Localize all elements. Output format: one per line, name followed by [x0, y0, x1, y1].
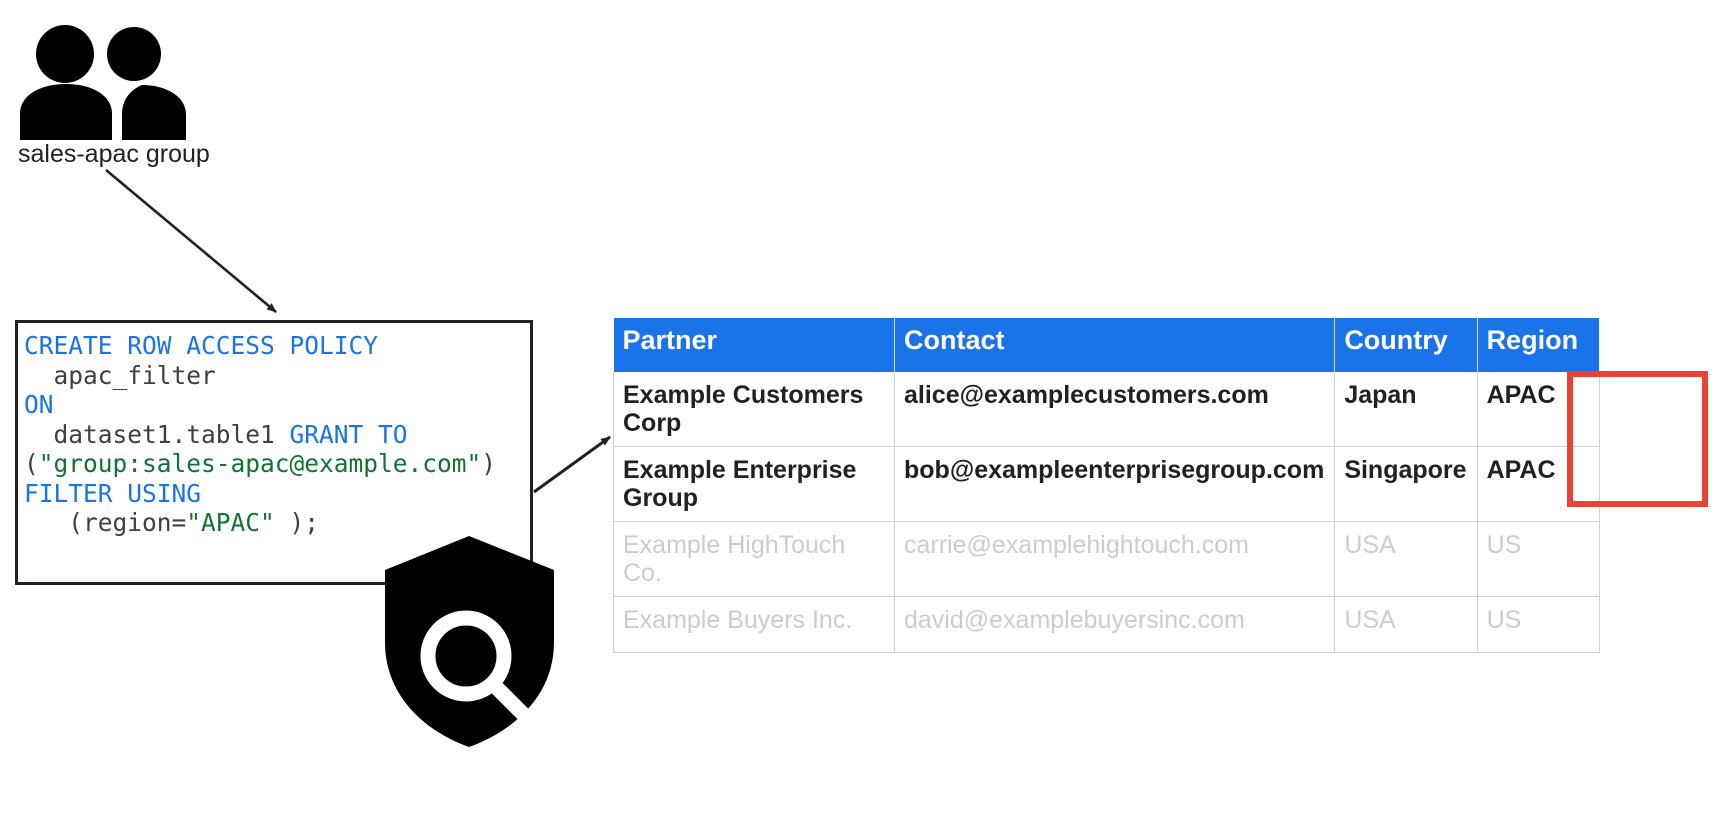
column-header-country[interactable]: Country	[1334, 318, 1478, 372]
cell-partner: Example Buyers Inc.	[613, 596, 895, 653]
table-row[interactable]: Example Customers Corp alice@examplecust…	[613, 372, 1600, 447]
region-highlight-box	[1567, 371, 1708, 507]
cell-contact: david@examplebuyersinc.com	[894, 596, 1336, 653]
table-header-row: Partner Contact Country Region	[613, 318, 1600, 372]
cell-contact: carrie@examplehightouch.com	[894, 521, 1336, 597]
cell-region: APAC	[1477, 372, 1600, 447]
table-row[interactable]: Example HighTouch Co. carrie@examplehigh…	[613, 521, 1600, 597]
row-access-policy-code-block: CREATE ROW ACCESS POLICY apac_filter ON …	[15, 320, 533, 585]
table-row[interactable]: Example Enterprise Group bob@exampleente…	[613, 446, 1600, 522]
partner-table: Partner Contact Country Region Example C…	[613, 318, 1600, 653]
table-row[interactable]: Example Buyers Inc. david@examplebuyersi…	[613, 596, 1600, 653]
cell-region: APAC	[1477, 446, 1600, 522]
cell-region: US	[1477, 596, 1600, 653]
cell-partner: Example Enterprise Group	[613, 446, 895, 522]
group-label: sales-apac group	[18, 140, 210, 168]
cell-country: USA	[1334, 596, 1478, 653]
people-group-icon	[18, 22, 208, 142]
cell-region: US	[1477, 521, 1600, 597]
shield-search-icon	[382, 534, 557, 749]
cell-partner: Example Customers Corp	[613, 372, 895, 447]
cell-country: Japan	[1334, 372, 1478, 447]
cell-country: Singapore	[1334, 446, 1478, 522]
column-header-partner[interactable]: Partner	[613, 318, 895, 372]
policy-to-table-arrow	[533, 435, 611, 494]
column-header-region[interactable]: Region	[1477, 318, 1600, 372]
sql-code-text: CREATE ROW ACCESS POLICY apac_filter ON …	[24, 331, 497, 537]
group-to-policy-arrow	[105, 169, 277, 313]
cell-contact: alice@examplecustomers.com	[894, 372, 1336, 447]
cell-country: USA	[1334, 521, 1478, 597]
cell-partner: Example HighTouch Co.	[613, 521, 895, 597]
cell-contact: bob@exampleenterprisegroup.com	[894, 446, 1336, 522]
column-header-contact[interactable]: Contact	[894, 318, 1336, 372]
